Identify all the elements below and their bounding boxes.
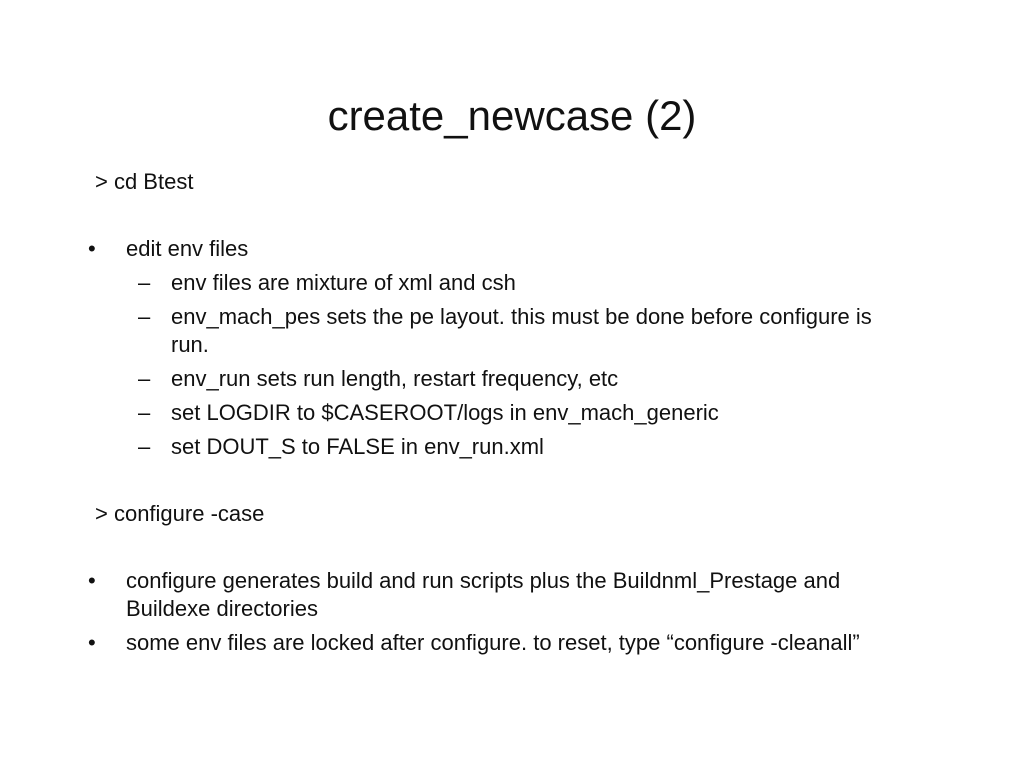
bullet-list-configure: • configure generates build and run scri… [88, 567, 928, 657]
sub-bullet-item: – env_run sets run length, restart frequ… [138, 365, 898, 393]
sub-bullet-item: – set LOGDIR to $CASEROOT/logs in env_ma… [138, 399, 898, 427]
bullet-dot-icon: • [88, 236, 96, 261]
sub-bullet-text: env_run sets run length, restart frequen… [171, 366, 619, 391]
bullet-text: some env files are locked after configur… [126, 630, 860, 655]
dash-icon: – [138, 366, 151, 391]
sub-bullet-item: – set DOUT_S to FALSE in env_run.xml [138, 433, 898, 461]
sub-bullet-item: – env files are mixture of xml and csh [138, 269, 898, 297]
sub-bullet-text: env_mach_pes sets the pe layout. this mu… [171, 304, 872, 357]
bullet-list-env: • edit env files [88, 235, 928, 263]
bullet-text: configure generates build and run script… [126, 568, 841, 621]
bullet-item: • edit env files [88, 235, 928, 263]
dash-icon: – [138, 434, 151, 459]
bullet-dot-icon: • [88, 630, 96, 655]
sub-bullet-text: set DOUT_S to FALSE in env_run.xml [171, 434, 544, 459]
command-cd-btest: > cd Btest [95, 169, 194, 194]
bullet-item: • configure generates build and run scri… [88, 567, 928, 623]
dash-icon: – [138, 400, 151, 425]
dash-icon: – [138, 270, 151, 295]
command-configure-case: > configure -case [95, 501, 265, 526]
sub-bullet-item: – env_mach_pes sets the pe layout. this … [138, 303, 898, 359]
bullet-dot-icon: • [88, 568, 96, 593]
sub-bullet-list: – env files are mixture of xml and csh –… [138, 269, 898, 461]
sub-bullet-text: set LOGDIR to $CASEROOT/logs in env_mach… [171, 400, 719, 425]
bullet-text: edit env files [126, 236, 249, 261]
sub-bullet-text: env files are mixture of xml and csh [171, 270, 516, 295]
bullet-item: • some env files are locked after config… [88, 629, 928, 657]
slide-title: create_newcase (2) [327, 92, 697, 139]
dash-icon: – [138, 304, 151, 329]
